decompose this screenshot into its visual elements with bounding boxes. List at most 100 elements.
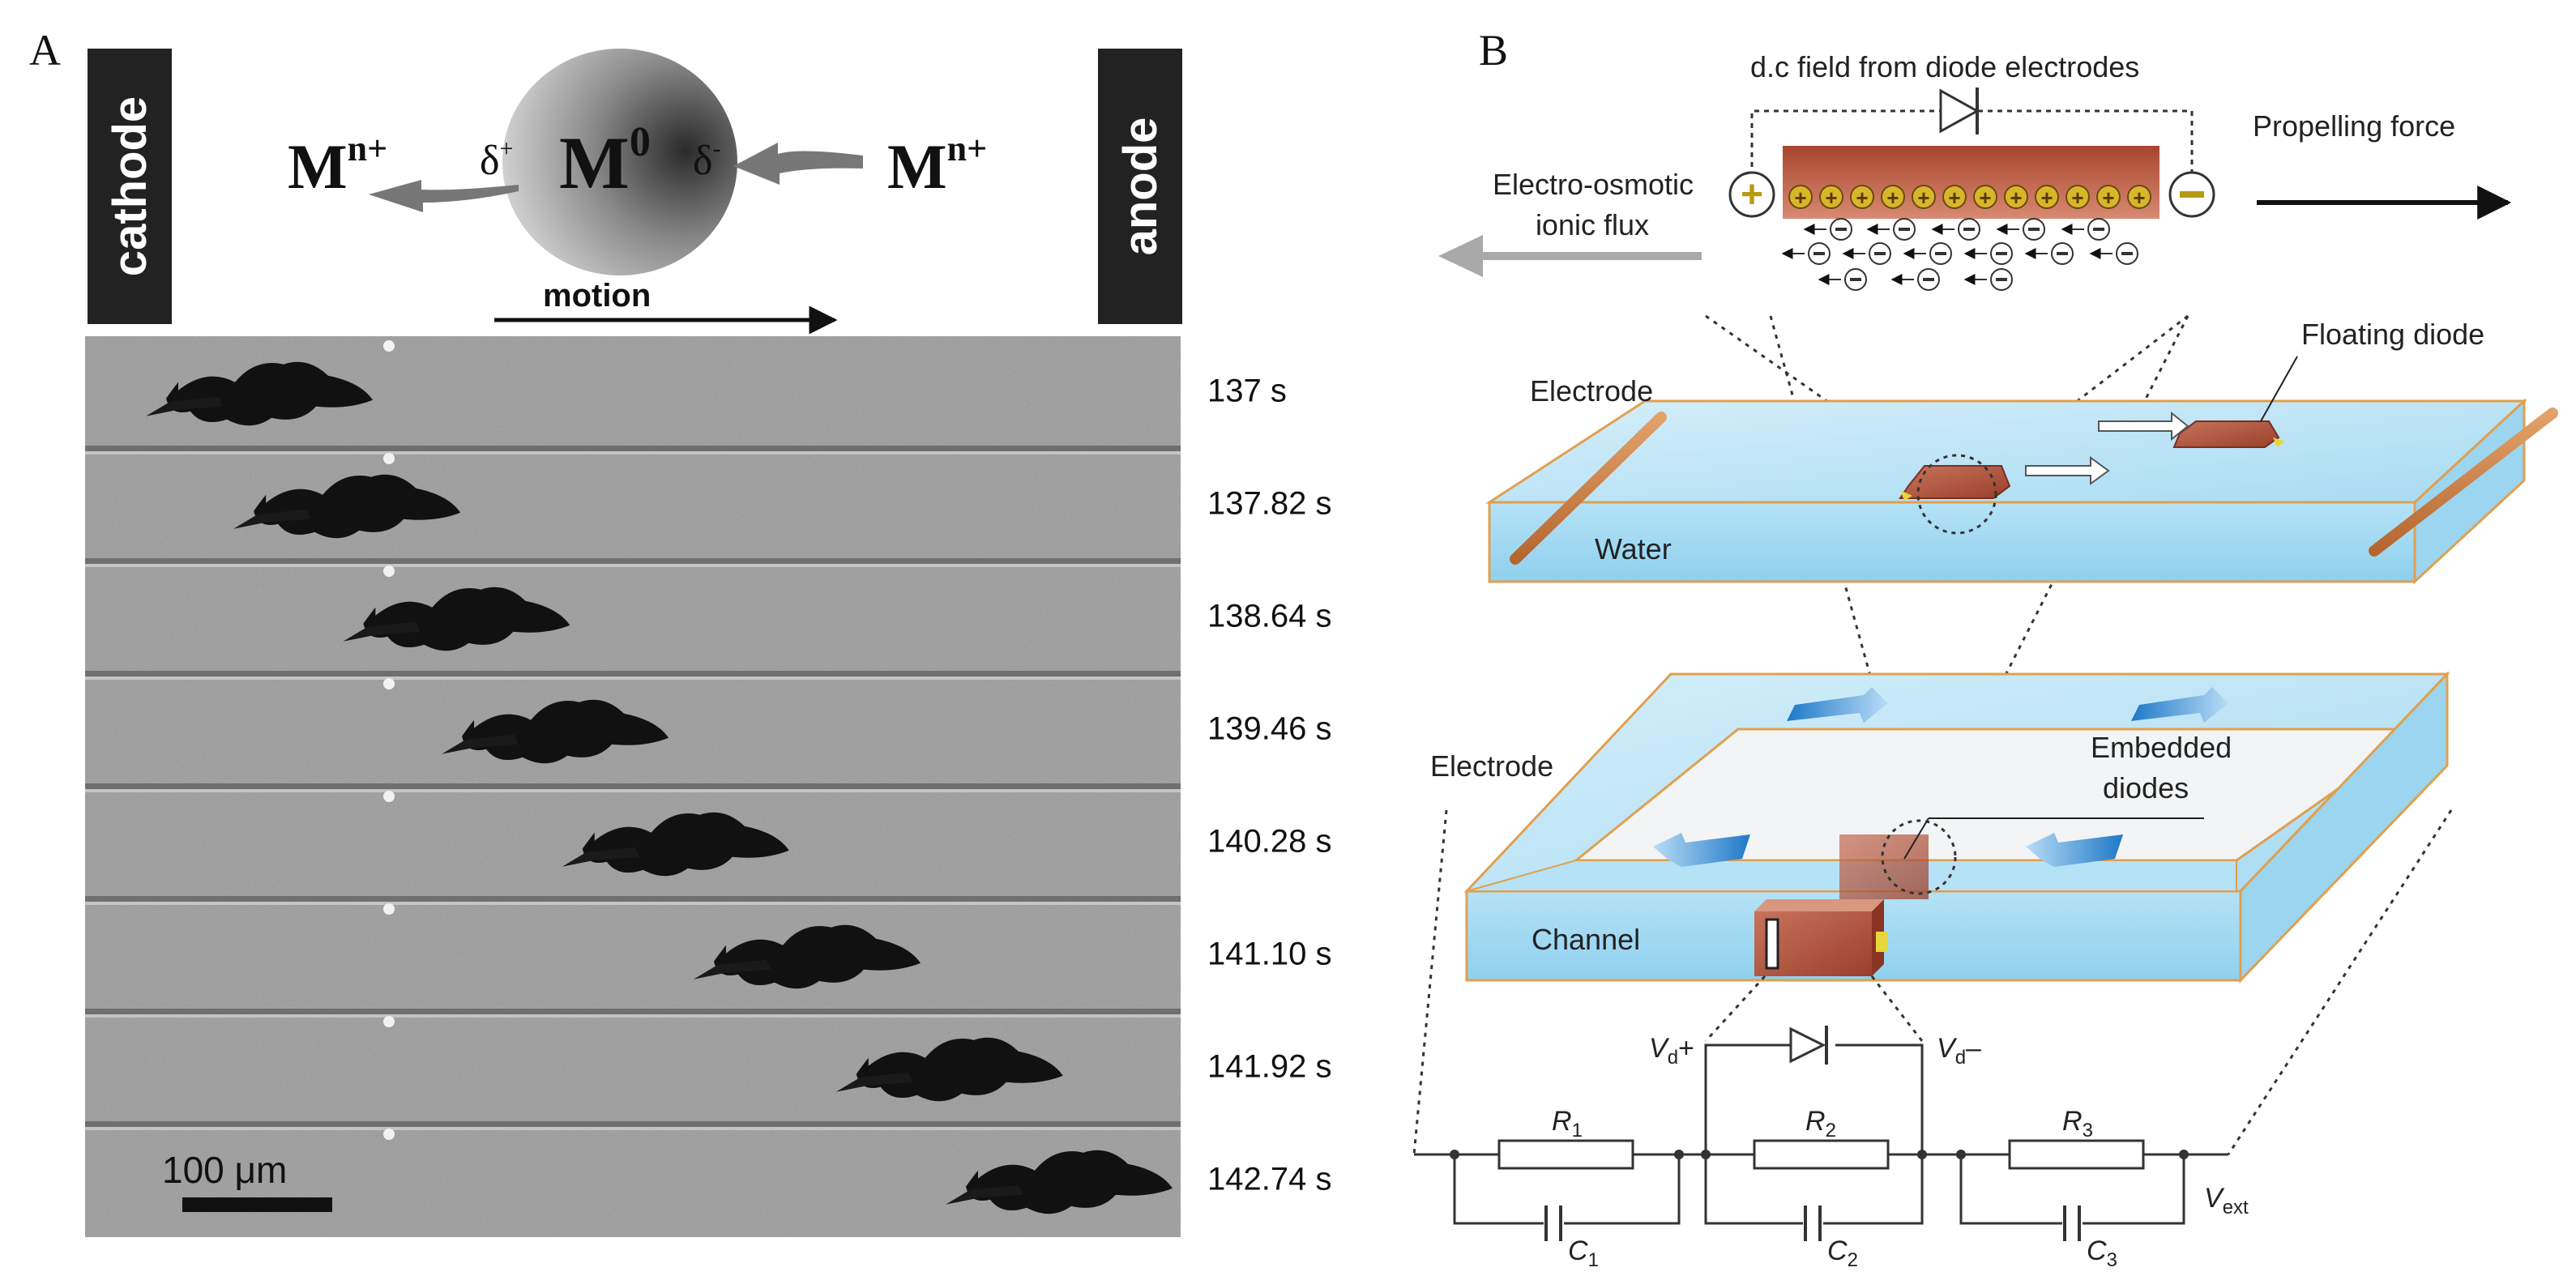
positive-charge-icon xyxy=(1819,185,1843,209)
water-label: Water xyxy=(1595,532,1672,565)
panel-b: B d.c field from diode electrodes + + + + +… xyxy=(1412,26,2558,1271)
frame-time-label: 142.74 s xyxy=(1207,1162,1331,1197)
flow-arrow-top-left-icon xyxy=(1787,687,1888,723)
reference-spot xyxy=(383,1129,395,1140)
reference-spot xyxy=(383,1016,395,1027)
resistor-r2-icon xyxy=(1753,1139,1890,1170)
metal-deposit xyxy=(166,361,373,426)
micrograph-frame xyxy=(85,446,1181,539)
metal-deposit-tail xyxy=(945,1184,1023,1205)
negative-ion-sign xyxy=(1935,252,1946,255)
delta-minus: δ- xyxy=(693,135,721,184)
positive-charge-icon xyxy=(2065,185,2090,209)
vd-plus-label: Vd+ xyxy=(1649,1033,1694,1069)
metal-deposit xyxy=(462,699,669,764)
cathode-tab: cathode xyxy=(88,49,172,324)
plus-sign: + xyxy=(1741,173,1763,216)
frame-separator-highlight xyxy=(85,1127,1181,1130)
embedded-label-line2: diodes xyxy=(2103,771,2189,804)
flow-arrow-top-right-icon xyxy=(2131,687,2228,723)
particle-label: M0 xyxy=(559,119,651,204)
resistor-r3-icon xyxy=(2008,1139,2145,1170)
anode-tab: anode xyxy=(1098,49,1182,324)
frame-time-label: 141.92 s xyxy=(1207,1049,1331,1085)
negative-ion-sign xyxy=(2028,228,2040,231)
positive-charge-sign: + xyxy=(2040,186,2053,210)
ion-flux-right-arrow-icon xyxy=(733,143,863,185)
panel-b-label: B xyxy=(1479,26,1508,75)
micrograph-frame xyxy=(85,783,1181,877)
frame-separator-highlight xyxy=(85,789,1181,792)
reference-spot xyxy=(383,903,395,915)
metal-deposit xyxy=(856,1037,1063,1102)
electrode-rod-right xyxy=(2369,408,2558,557)
positive-charge-icon xyxy=(1942,185,1967,209)
r3-label: R3 xyxy=(2062,1106,2093,1142)
reference-spot xyxy=(383,453,395,464)
motion-label: motion xyxy=(543,278,651,314)
zoom-circle-top xyxy=(1916,454,1997,535)
reference-spot xyxy=(383,340,395,352)
time-lapse-micrograph: 100 μm xyxy=(85,336,1181,1237)
negative-ion-sign xyxy=(1996,278,2007,281)
c3-label: C3 xyxy=(2087,1235,2117,1271)
positive-charge-sign: + xyxy=(1856,186,1868,210)
ion-left: Mn+ xyxy=(288,129,387,202)
positive-charge-sign: + xyxy=(1948,186,1960,210)
positive-charge-sign: + xyxy=(1886,186,1899,210)
metal-particle-icon xyxy=(502,49,737,275)
positive-charge-icon xyxy=(2035,185,2059,209)
reference-spot xyxy=(383,565,395,577)
resistors xyxy=(1497,1139,2145,1170)
frame-separator-highlight xyxy=(85,902,1181,905)
frame-time-label: 138.64 s xyxy=(1207,599,1331,634)
positive-charge-icon xyxy=(2004,185,2028,209)
positive-charge-icon xyxy=(1973,185,1997,209)
floating-diode-right-icon xyxy=(2172,420,2285,448)
metal-deposit-tail xyxy=(694,959,771,979)
floating-diode-leader xyxy=(2260,356,2298,422)
metal-deposit-tail xyxy=(146,396,223,416)
r2-label: R2 xyxy=(1805,1106,1836,1142)
r1-label: R1 xyxy=(1552,1106,1583,1142)
zoom-circle-bottom xyxy=(1881,819,1957,895)
positive-charge-sign: + xyxy=(2102,186,2114,210)
propelling-force-label: Propelling force xyxy=(2253,109,2455,143)
negative-ion-sign xyxy=(2121,252,2133,255)
micrograph-frame xyxy=(146,340,395,426)
negative-ion-sign xyxy=(1835,228,1847,231)
frame-time-label: 140.28 s xyxy=(1207,824,1331,860)
resistor-r1-icon xyxy=(1497,1139,1634,1170)
micrograph-frame xyxy=(85,671,1181,764)
metal-deposit-tail xyxy=(343,621,421,642)
scale-bar xyxy=(182,1197,332,1212)
negative-ion-sign xyxy=(1874,252,1886,255)
channel-label: Channel xyxy=(1532,923,1640,956)
frame-separator-highlight xyxy=(85,451,1181,454)
cathode-label: cathode xyxy=(104,96,156,276)
frame-time-label: 139.46 s xyxy=(1207,711,1331,747)
embedded-diode-front-icon xyxy=(1754,899,1888,976)
positive-charge-icon xyxy=(2096,185,2121,209)
metal-deposit-tail xyxy=(442,734,519,754)
metal-deposit xyxy=(582,812,789,877)
flow-arrow-bottom-left-icon xyxy=(1653,833,1750,867)
diode-symbol-icon xyxy=(1939,87,1980,134)
frame-separator xyxy=(85,896,1181,902)
delta-plus: δ+ xyxy=(480,135,513,184)
micrograph-frame xyxy=(85,1009,1181,1102)
positive-charge-icon xyxy=(1788,185,1813,209)
positive-charge-sign: + xyxy=(1794,186,1806,210)
frame-time-label: 137 s xyxy=(1207,373,1287,409)
dc-field-label: d.c field from diode electrodes xyxy=(1750,50,2139,83)
vd-minus-label: Vd– xyxy=(1937,1033,1981,1069)
metal-deposit xyxy=(714,924,921,989)
frame-separator xyxy=(85,671,1181,676)
micrograph-frame xyxy=(85,558,1181,651)
electrode-rod-left xyxy=(1510,412,1667,565)
metal-deposit-tail xyxy=(835,1072,913,1092)
negative-ion-sign xyxy=(1923,278,1934,281)
frame-separator xyxy=(85,1009,1181,1014)
eo-flux-arrow-icon xyxy=(1438,235,1702,277)
